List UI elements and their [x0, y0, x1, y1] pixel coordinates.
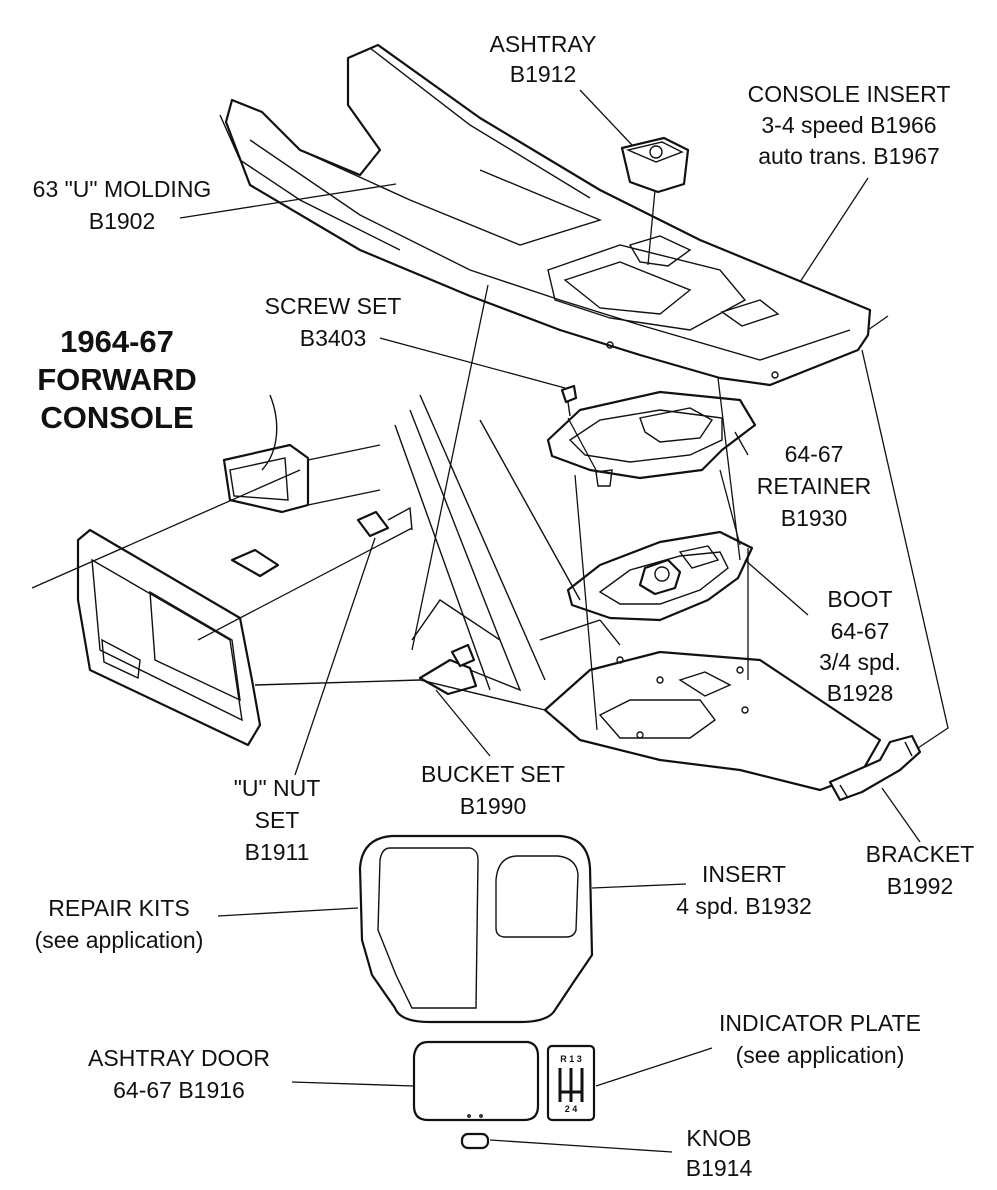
repair-kits-note: (see application)	[35, 927, 204, 953]
boot-part	[566, 530, 754, 622]
screw-set-label: SCREW SET	[265, 293, 402, 319]
insert-4spd-part-number: 4 spd. B1932	[676, 893, 812, 919]
bucket-set-label: BUCKET SET	[421, 761, 565, 787]
indicator-plate-part: R 1 3 2 4	[546, 1044, 596, 1122]
base-plate-part	[543, 650, 882, 792]
diagram-title-line-3: CONSOLE	[40, 400, 193, 435]
bucket-set-part-number: B1990	[460, 793, 527, 819]
knob-part	[460, 1132, 490, 1150]
repair-kits-label: REPAIR KITS	[48, 895, 189, 921]
bracket-label: BRACKET	[866, 841, 975, 867]
ashtray-door-part	[412, 1040, 540, 1122]
retainer-years: 64-67	[785, 441, 844, 467]
leader-lines	[179, 89, 921, 1153]
indicator-gear-top: R 1 3	[560, 1054, 582, 1064]
diagram-title-line-2: FORWARD	[37, 362, 197, 397]
duct-part	[222, 443, 381, 514]
ashtray-door-part-number: 64-67 B1916	[113, 1077, 245, 1103]
console-insert-label: CONSOLE INSERT	[748, 81, 951, 107]
indicator-plate-note: (see application)	[736, 1042, 905, 1068]
u-nut-set-label: "U" NUT	[234, 775, 321, 801]
boot-application: 3/4 spd.	[819, 649, 901, 675]
ashtray-door-label: ASHTRAY DOOR	[88, 1045, 270, 1071]
console-insert-part	[219, 43, 872, 387]
tunnel-structure	[254, 394, 621, 711]
boot-label: BOOT	[827, 586, 892, 612]
u-nut-part	[230, 506, 413, 578]
retainer-part-number: B1930	[781, 505, 848, 531]
screw-set-part-number: B3403	[300, 325, 367, 351]
console-insert-3-4-speed: 3-4 speed B1966	[761, 112, 936, 138]
indicator-plate-label: INDICATOR PLATE	[719, 1010, 921, 1036]
assembly-lines	[31, 189, 949, 749]
knob-label: KNOB	[686, 1125, 751, 1151]
retainer-label: RETAINER	[757, 473, 872, 499]
insert-label: INSERT	[702, 861, 786, 887]
u-molding-part-number: B1902	[89, 208, 156, 234]
console-insert-auto-trans: auto trans. B1967	[758, 143, 940, 169]
insert-4spd-part	[358, 834, 594, 1024]
u-nut-set-part-number: B1911	[245, 839, 310, 865]
indicator-gear-bottom: 2 4	[565, 1104, 578, 1114]
screw-set-part	[560, 384, 578, 417]
bracket-part	[828, 734, 922, 802]
ashtray-part	[620, 136, 690, 194]
u-molding-label: 63 "U" MOLDING	[33, 176, 212, 202]
u-nut-set-label-line-2: SET	[255, 807, 300, 833]
diagram-title-line-1: 1964-67	[60, 324, 174, 359]
ashtray-part-number: B1912	[510, 61, 577, 87]
retainer-part	[546, 390, 757, 487]
knob-part-number: B1914	[686, 1155, 753, 1181]
boot-part-number: B1928	[827, 680, 894, 706]
ashtray-label: ASHTRAY	[490, 31, 597, 57]
forward-bezel-part	[76, 528, 262, 747]
bucket-set-part	[418, 643, 478, 696]
boot-years: 64-67	[831, 618, 890, 644]
bracket-part-number: B1992	[887, 873, 954, 899]
